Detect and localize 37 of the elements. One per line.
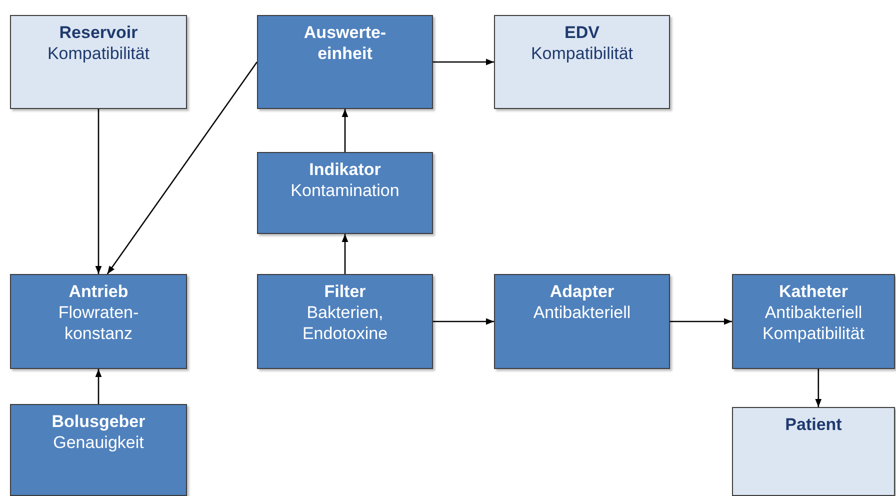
process-box [494, 15, 670, 109]
box-heading: Auswerte- einheit [302, 22, 388, 64]
box-heading: Katheter [779, 281, 848, 302]
process-box [10, 15, 187, 109]
arrow [433, 58, 494, 66]
box-text: Antibakteriell [533, 302, 631, 323]
box-heading: Antrieb [68, 281, 128, 302]
arrow [95, 109, 102, 274]
process-box [257, 152, 433, 234]
box-heading: Patient [785, 414, 842, 435]
process-box [257, 274, 433, 369]
arrow [433, 318, 494, 325]
box-text: Kontamination [290, 180, 400, 201]
process-box [10, 274, 187, 369]
box-heading: Bolusgeber [52, 411, 146, 432]
box-text: Genauigkeit [53, 432, 144, 453]
arrow [815, 369, 822, 407]
box-text: Antibakteriell Kompatibilität [761, 302, 866, 344]
process-box [732, 274, 895, 369]
arrow [670, 318, 732, 325]
process-box [257, 15, 433, 109]
box-text: Flowraten- konstanz [57, 302, 140, 344]
box-heading: Indikator [309, 159, 381, 180]
box-heading: Reservoir [59, 22, 138, 43]
arrow [342, 234, 348, 274]
box-text: Bakterien, Endotoxine [301, 302, 389, 344]
process-box [494, 274, 670, 369]
arrow [106, 62, 258, 274]
process-box [10, 404, 187, 496]
box-heading: EDV [564, 22, 600, 43]
box-heading: Adapter [550, 281, 614, 302]
box-heading: Filter [324, 281, 366, 302]
arrow [95, 369, 102, 404]
box-text: Kompatibilität [47, 43, 150, 64]
process-box [732, 407, 895, 496]
arrow [342, 109, 348, 152]
box-text: Kompatibilität [530, 43, 634, 64]
